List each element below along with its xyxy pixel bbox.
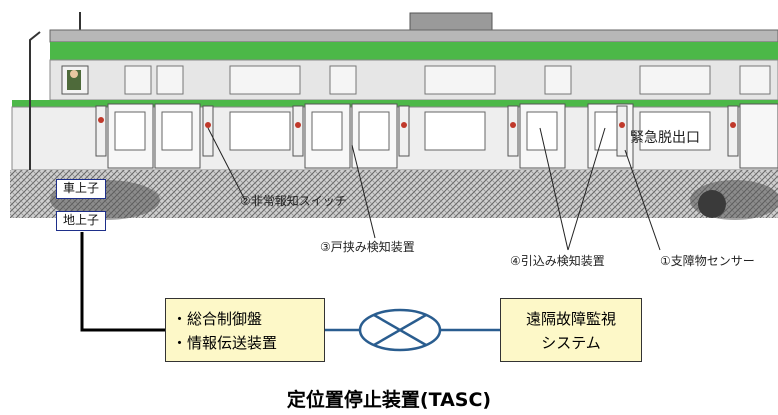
pull-detect-label: ④引込み検知装置 [510, 254, 605, 268]
door-detect-label: ③戸挟み検知装置 [320, 240, 415, 254]
control-box-line1: ・総合制御盤 [172, 310, 263, 328]
cab-edge [29, 31, 41, 170]
network-cross-b [373, 313, 427, 347]
ground-coil-tag: 地上子 [56, 211, 106, 231]
signal-cable [80, 232, 165, 332]
monitor-box-line2: システム [541, 334, 601, 352]
train-illustration [10, 12, 778, 352]
obstacle-sensor-label: ①支障物センサー [660, 254, 755, 268]
upper-green-stripe [50, 42, 778, 60]
emergency-exit-label: 緊急脱出口 [630, 130, 700, 146]
monitor-box: 遠隔故障監視 システム [500, 298, 642, 362]
monitor-box-line1: 遠隔故障監視 [525, 310, 616, 328]
control-box: ・総合制御盤 ・情報伝送装置 [165, 298, 325, 362]
upper-windows [124, 65, 771, 95]
door-indicators [95, 105, 739, 157]
wheel-right [698, 190, 726, 218]
control-box-line2: ・情報伝送装置 [172, 334, 278, 352]
roof [49, 29, 778, 43]
driver-head [70, 70, 78, 78]
lower-windows [114, 111, 711, 151]
car-coil-tag: 車上子 [56, 179, 106, 199]
callout-lines [207, 127, 661, 251]
emergency-switch-label: ②非常報知スイッチ [240, 194, 347, 208]
figure-title: 定位置停止装置(TASC) [286, 389, 492, 411]
